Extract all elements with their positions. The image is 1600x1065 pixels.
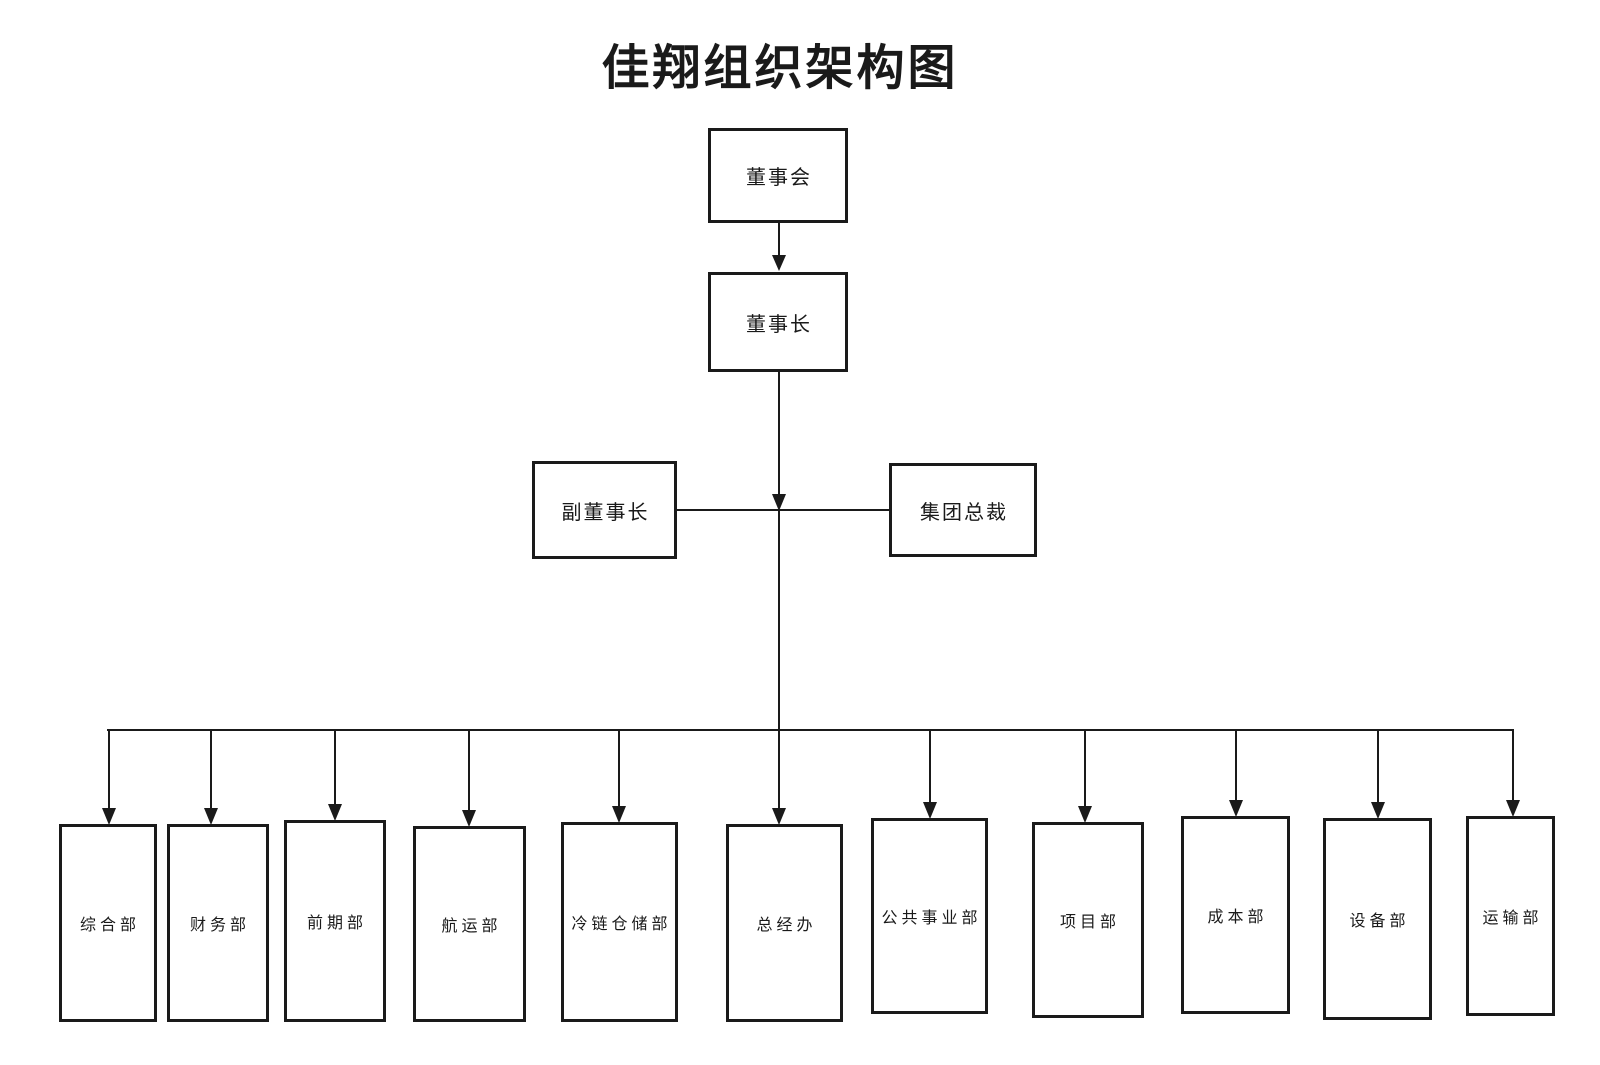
dept-label: 公共事业部: [881, 908, 982, 927]
dept-label: 运输部: [1482, 908, 1543, 927]
arrowhead-dept-6: [772, 808, 786, 825]
dept-box-public-utilities: 公共事业部: [871, 818, 988, 1014]
dept-box-transport: 运输部: [1466, 816, 1555, 1016]
arrowhead-dept-8: [1078, 806, 1092, 823]
org-box-board: 董事会: [708, 128, 848, 223]
dept-label: 成本部: [1207, 907, 1268, 926]
org-box-chairman-label: 董事长: [746, 311, 812, 336]
dept-label: 航运部: [441, 916, 502, 935]
arrowhead-dept-5: [612, 806, 626, 823]
arrowhead-dept-1: [102, 808, 116, 825]
arrowhead-dept-3: [328, 804, 342, 821]
dept-label: 总经办: [756, 915, 817, 934]
dept-label: 财务部: [189, 915, 250, 934]
org-box-vice-chairman-label: 副董事长: [561, 499, 650, 524]
dept-box-cost: 成本部: [1181, 816, 1290, 1014]
dept-label: 项目部: [1059, 912, 1120, 931]
arrowhead-dept-7: [923, 802, 937, 819]
dept-box-general-affairs: 综合部: [59, 824, 157, 1022]
arrowhead-dept-10: [1371, 802, 1385, 819]
arrowhead-dept-4: [462, 810, 476, 827]
org-box-group-president-label: 集团总裁: [920, 499, 1008, 524]
arrowhead-dept-2: [204, 808, 218, 825]
dept-label: 前期部: [306, 913, 367, 932]
org-box-vice-chairman: 副董事长: [532, 461, 677, 559]
arrowhead-chairman: [772, 255, 786, 271]
dept-box-finance: 财务部: [167, 824, 269, 1022]
dept-box-equipment: 设备部: [1323, 818, 1432, 1020]
org-box-board-label: 董事会: [746, 165, 812, 189]
page-title: 佳翔组织架构图: [601, 40, 959, 96]
arrowhead-junction: [772, 494, 786, 511]
dept-box-shipping: 航运部: [413, 826, 526, 1022]
org-box-group-president: 集团总裁: [889, 463, 1037, 557]
dept-box-project: 项目部: [1032, 822, 1144, 1018]
dept-label: 综合部: [79, 915, 140, 934]
dept-box-cold-chain-warehouse: 冷链仓储部: [561, 822, 678, 1022]
arrowhead-dept-9: [1229, 800, 1243, 817]
arrowhead-dept-11: [1506, 800, 1520, 817]
dept-label: 设备部: [1349, 911, 1410, 930]
org-box-chairman: 董事长: [708, 272, 848, 372]
dept-label: 冷链仓储部: [571, 914, 672, 933]
dept-box-preliminary: 前期部: [284, 820, 386, 1022]
dept-box-gm-office: 总经办: [726, 824, 843, 1022]
